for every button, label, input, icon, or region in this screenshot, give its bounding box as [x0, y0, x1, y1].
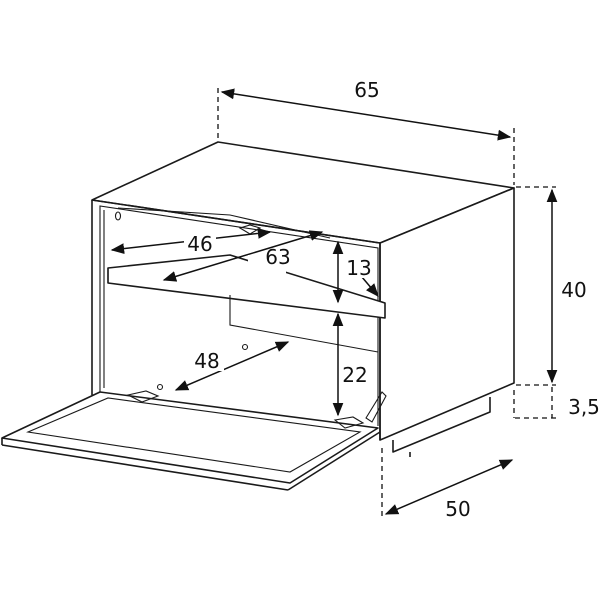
label-inner-depth-bottom: 48	[194, 349, 219, 373]
label-height: 40	[561, 278, 586, 302]
label-upper-height: 13	[346, 256, 371, 280]
dimension-lines	[110, 88, 558, 516]
dim-line-inner-depth-bottom	[174, 341, 290, 391]
flap-stay	[365, 391, 387, 423]
flap-outer	[1, 391, 379, 484]
dimension-labels: 65 40 3,5 50 46 63 13 48 22	[184, 78, 600, 521]
cabinet-plinth	[392, 397, 491, 453]
dim-line-depth	[384, 459, 514, 515]
label-lower-height: 22	[342, 363, 367, 387]
dim-line-width	[220, 88, 512, 141]
peg-2	[156, 383, 164, 391]
hinge-top-left	[114, 211, 122, 221]
flap-hinge-left	[126, 390, 160, 403]
flap-inner	[26, 397, 362, 473]
drop-down-flap	[1, 390, 387, 491]
label-inner-width: 63	[265, 245, 290, 269]
cabinet-opening	[99, 205, 379, 426]
dim-line-inner-width	[162, 230, 324, 282]
label-inner-depth-top: 46	[187, 232, 212, 256]
flap-hinge-right	[333, 416, 365, 429]
label-plinth: 3,5	[568, 395, 600, 419]
hinge-top-center	[238, 224, 262, 235]
shelf	[107, 254, 386, 319]
label-depth: 50	[445, 497, 470, 521]
label-width: 65	[354, 78, 379, 102]
peg-1	[241, 343, 249, 351]
